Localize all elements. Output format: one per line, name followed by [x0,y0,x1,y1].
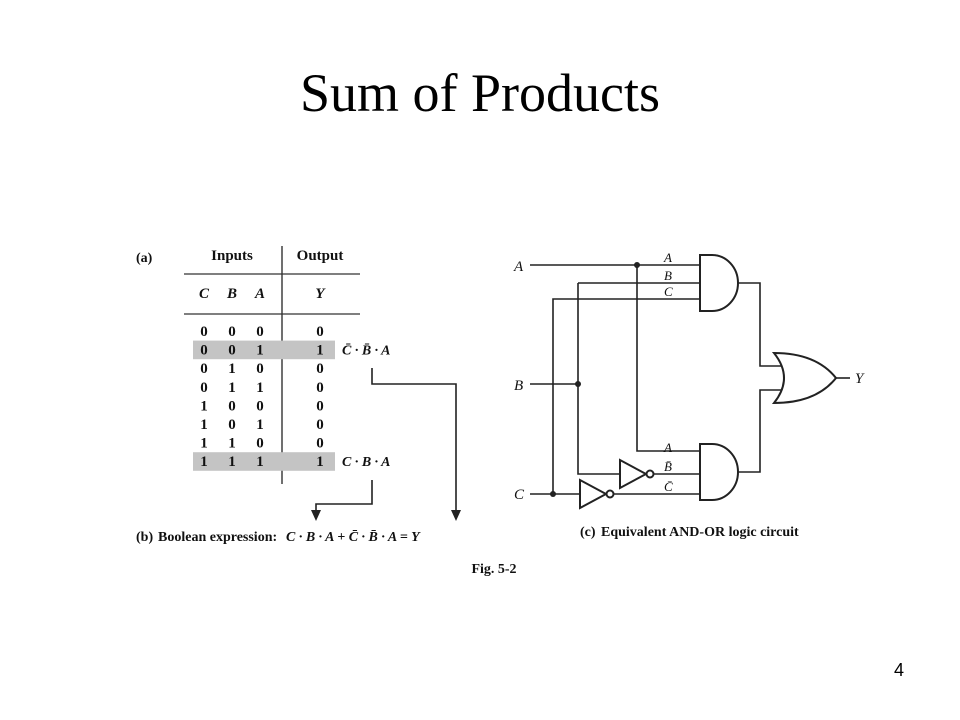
wire-and-bottom-out [738,389,784,473]
col-header-a: A [254,286,265,302]
and-gate-top [699,254,739,312]
table-cell-c: 0 [200,324,208,340]
table-cell-a: 1 [256,380,264,396]
table-cell-y: 0 [316,324,324,340]
junction-c [550,491,556,497]
table-cell-a: 1 [256,454,264,470]
table-cell-y: 0 [316,398,324,414]
top-gate-pin-c: C [664,284,673,299]
arrow-term-1-path [371,368,457,512]
row-product-term: C · B · A [342,455,391,470]
table-cell-c: 1 [200,436,208,452]
table-cell-y: 0 [316,380,324,396]
not-gate-b-bubble [645,469,655,479]
junction-b [575,381,581,387]
table-cell-c: 1 [200,398,208,414]
inputs-header: Inputs [211,248,253,264]
table-cell-b: 0 [228,398,236,414]
table-cell-c: 1 [200,454,208,470]
arrow-term-2-path [315,480,373,512]
not-gate-b [619,458,649,490]
col-header-b: B [226,286,237,302]
table-cell-a: 0 [256,361,264,377]
table-cell-b: 0 [228,343,236,359]
col-header-c: C [199,286,210,302]
table-cell-b: 1 [228,380,236,396]
table-cell-a: 0 [256,324,264,340]
bottom-gate-pin-c-bar: C̄ [664,479,673,494]
wire-a-branch [636,265,700,452]
table-cell-a: 1 [256,417,264,433]
figure-caption: Fig. 5-2 [471,562,516,577]
table-cell-b: 0 [228,324,236,340]
table-cell-a: 1 [256,343,264,359]
table-cell-b: 0 [228,417,236,433]
not-gate-c [579,478,609,510]
highlight-band [193,452,335,471]
input-label-b: B [514,378,523,394]
or-gate [771,351,838,405]
table-cell-c: 0 [200,380,208,396]
top-gate-pin-a: A [663,250,672,265]
and-gate-bottom [699,443,739,501]
highlight-band [193,340,335,360]
arrow-term-1-head [451,510,461,521]
row-product-term: C̄ · B̄ · A [342,343,391,358]
boolean-expression-label: Boolean expression: [158,530,277,545]
output-header: Output [297,248,344,264]
junction-a [634,262,640,268]
table-cell-a: 0 [256,436,264,452]
boolean-expression: C · B · A + C̄ · B̄ · A = Y [286,530,421,545]
part-c-label: (c) [580,525,596,540]
not-gate-c-bubble [605,489,615,499]
part-a-label: (a) [136,251,153,266]
circuit-caption: Equivalent AND-OR logic circuit [601,525,799,540]
input-label-a: A [513,259,524,275]
wire-c-to-top-gate [552,298,700,494]
bottom-gate-pin-a: A [663,440,672,455]
table-cell-c: 0 [200,343,208,359]
arrow-term-2-head [311,510,321,521]
table-cell-b: 1 [228,361,236,377]
table-cell-y: 1 [316,454,324,470]
wire-and-top-out [738,282,784,367]
input-label-c: C [514,487,525,503]
table-cell-b: 1 [228,454,236,470]
table-cell-a: 0 [256,398,264,414]
truth-table-rows: 0 0 0 0 0 0 1 1 C̄ · B̄ · A 0 1 0 0 0 1 1 0 1 0 0 0 1 0 1 0 1 1 0 0 1… [193,324,391,471]
table-cell-y: 1 [316,343,324,359]
table-cell-b: 1 [228,436,236,452]
table-cell-c: 0 [200,361,208,377]
table-cell-y: 0 [316,361,324,377]
top-gate-pin-b: B [664,268,672,283]
table-cell-c: 1 [200,417,208,433]
output-label-y: Y [855,371,865,387]
bottom-gate-pin-b-bar: B̄ [664,459,672,474]
slide-title: Sum of Products [299,63,661,123]
part-b-label: (b) [136,530,153,545]
col-header-y: Y [315,286,326,302]
table-cell-y: 0 [316,436,324,452]
table-cell-y: 0 [316,417,324,433]
page-number: 4 [893,660,904,680]
wire-b-vertical [577,283,620,475]
